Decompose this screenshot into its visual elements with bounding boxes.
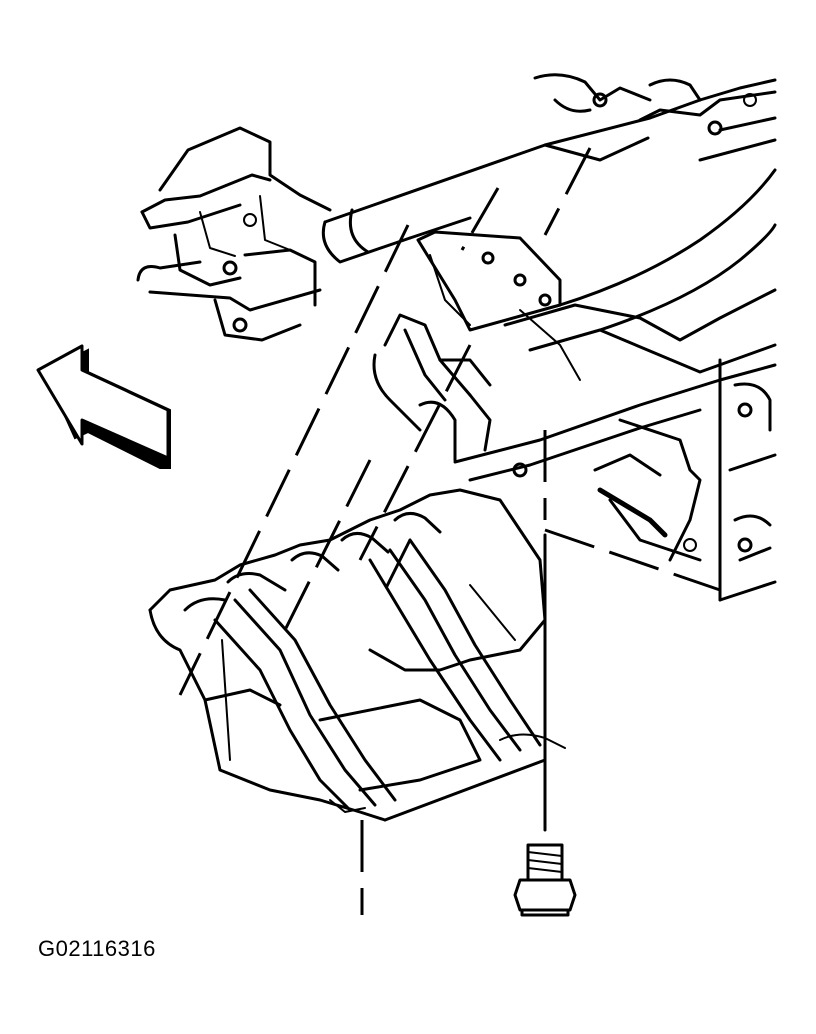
figure-code: G02116316 xyxy=(38,936,156,961)
upper-right-assembly xyxy=(533,73,777,162)
right-lower-assembly xyxy=(512,358,777,602)
mid-support-bracket xyxy=(372,313,492,462)
frame-crossmember xyxy=(321,98,777,482)
bolt-icon xyxy=(513,843,577,917)
alignment-lines xyxy=(178,147,721,915)
left-mount-bracket xyxy=(136,126,332,342)
heat-shield xyxy=(148,488,566,822)
front-direction-arrow-icon xyxy=(36,344,171,469)
